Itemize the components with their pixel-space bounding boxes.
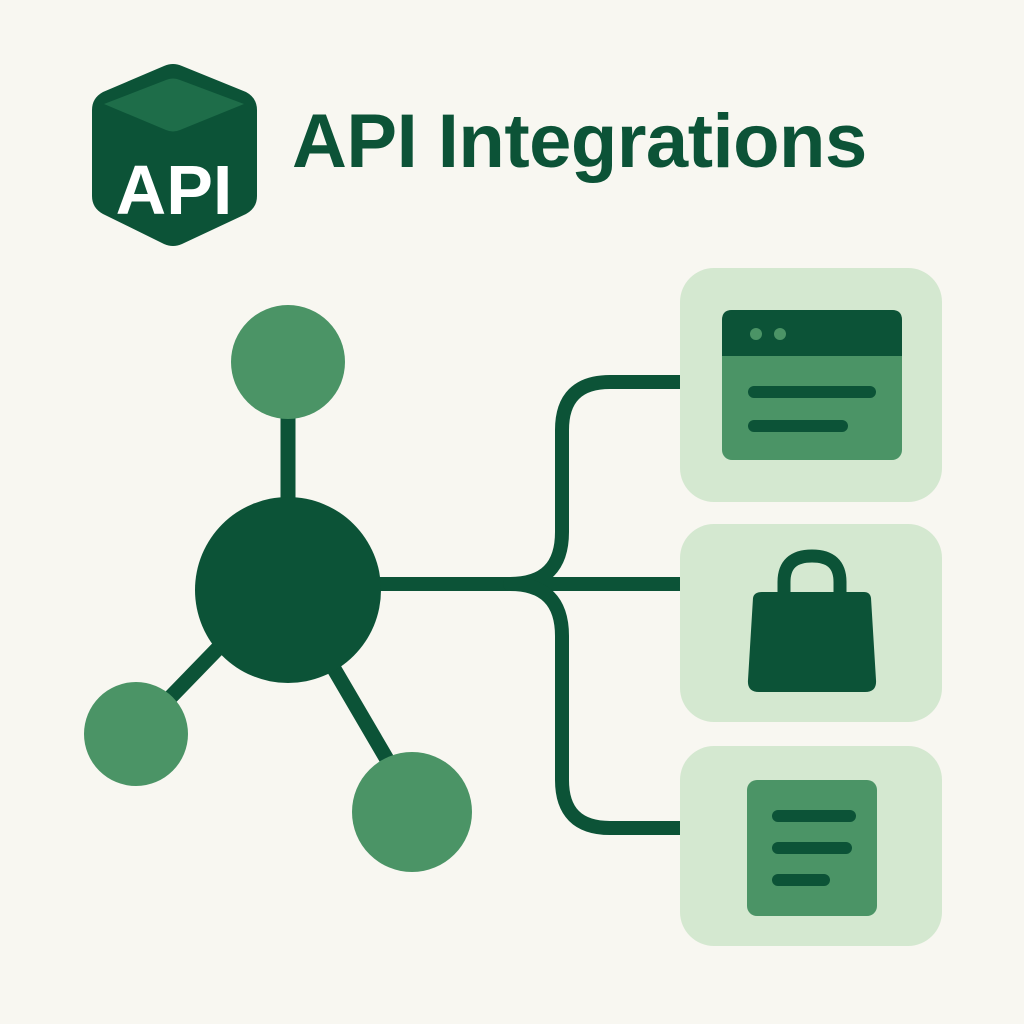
network-hub-icon [195,497,381,683]
spoke-left [154,632,234,714]
satellite-node-left [84,682,188,786]
api-cube-icon: API [92,64,257,246]
hub-spokes [154,404,400,776]
satellite-node-right [352,752,472,872]
route-to-card-web-app [369,375,693,591]
document-icon [747,780,877,916]
logo-text: API [116,151,233,229]
browser-window-icon [722,310,902,460]
page-title: API Integrations [292,99,867,184]
shopping-bag-icon [747,549,877,692]
route-to-card-document [503,577,693,835]
router-lines [369,375,693,835]
card-document[interactable] [680,746,942,946]
satellite-node-top [231,305,345,419]
card-ecommerce[interactable] [680,524,942,722]
card-web-app[interactable] [680,268,942,502]
spoke-right [322,654,400,776]
